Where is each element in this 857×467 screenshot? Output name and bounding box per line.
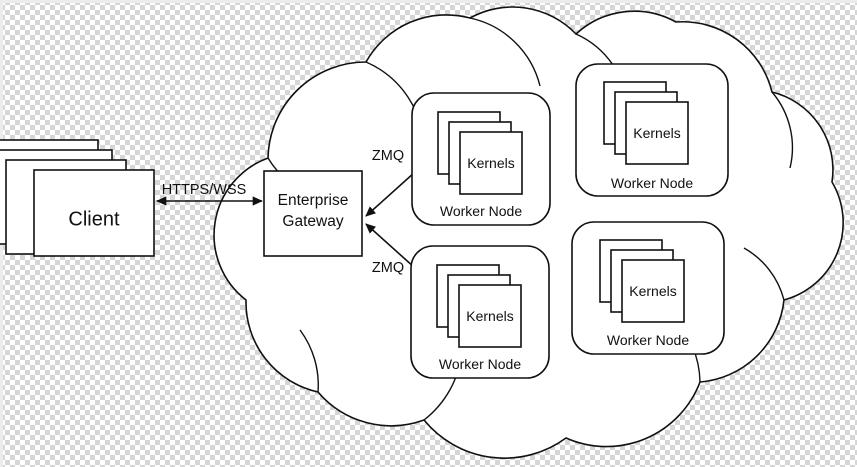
canvas-top-edge — [0, 0, 857, 3]
link-client-gateway: HTTPS/WSS — [156, 182, 263, 206]
enterprise-gateway-label-line1: Enterprise — [278, 192, 349, 209]
worker-node-1-kernels-label: Kernels — [467, 155, 514, 171]
zmq-label-upper: ZMQ — [372, 148, 404, 164]
worker-node-3-label: Worker Node — [611, 175, 693, 191]
cloud-seam-8 — [299, 329, 319, 393]
worker-node-1-label: Worker Node — [440, 203, 522, 219]
worker-node-2[interactable]: Kernels Worker Node — [410, 245, 550, 379]
worker-node-4-kernel-layer-1[interactable] — [621, 259, 685, 323]
worker-node-4[interactable]: Kernels Worker Node — [571, 221, 725, 355]
worker-node-2-kernel-layer-1[interactable] — [458, 284, 522, 348]
worker-node-4-kernels-label: Kernels — [629, 283, 676, 299]
worker-node-3[interactable]: Kernels Worker Node — [575, 63, 729, 197]
cloud-seam-2 — [469, 17, 541, 87]
worker-node-3-kernel-layer-1[interactable] — [625, 101, 689, 165]
client-node[interactable]: Client — [0, 139, 155, 257]
cloud-seam-4 — [771, 91, 794, 169]
worker-node-2-label: Worker Node — [439, 356, 521, 372]
enterprise-gateway-node[interactable]: Enterprise Gateway — [263, 170, 363, 257]
enterprise-gateway-box[interactable] — [263, 170, 363, 257]
client-label: Client — [68, 208, 120, 230]
https-wss-label: HTTPS/WSS — [162, 182, 247, 198]
zmq-label-lower: ZMQ — [372, 260, 404, 276]
cloud-seam-5 — [743, 247, 785, 301]
worker-node-1-kernel-layer-1[interactable] — [459, 131, 523, 195]
worker-node-4-label: Worker Node — [607, 332, 689, 348]
client-stack-layer-1[interactable] — [33, 169, 155, 257]
worker-node-1[interactable]: Kernels Worker Node — [411, 92, 551, 226]
worker-node-2-kernels-label: Kernels — [466, 308, 513, 324]
worker-node-3-kernels-label: Kernels — [633, 125, 680, 141]
enterprise-gateway-label-line2: Gateway — [282, 213, 343, 230]
